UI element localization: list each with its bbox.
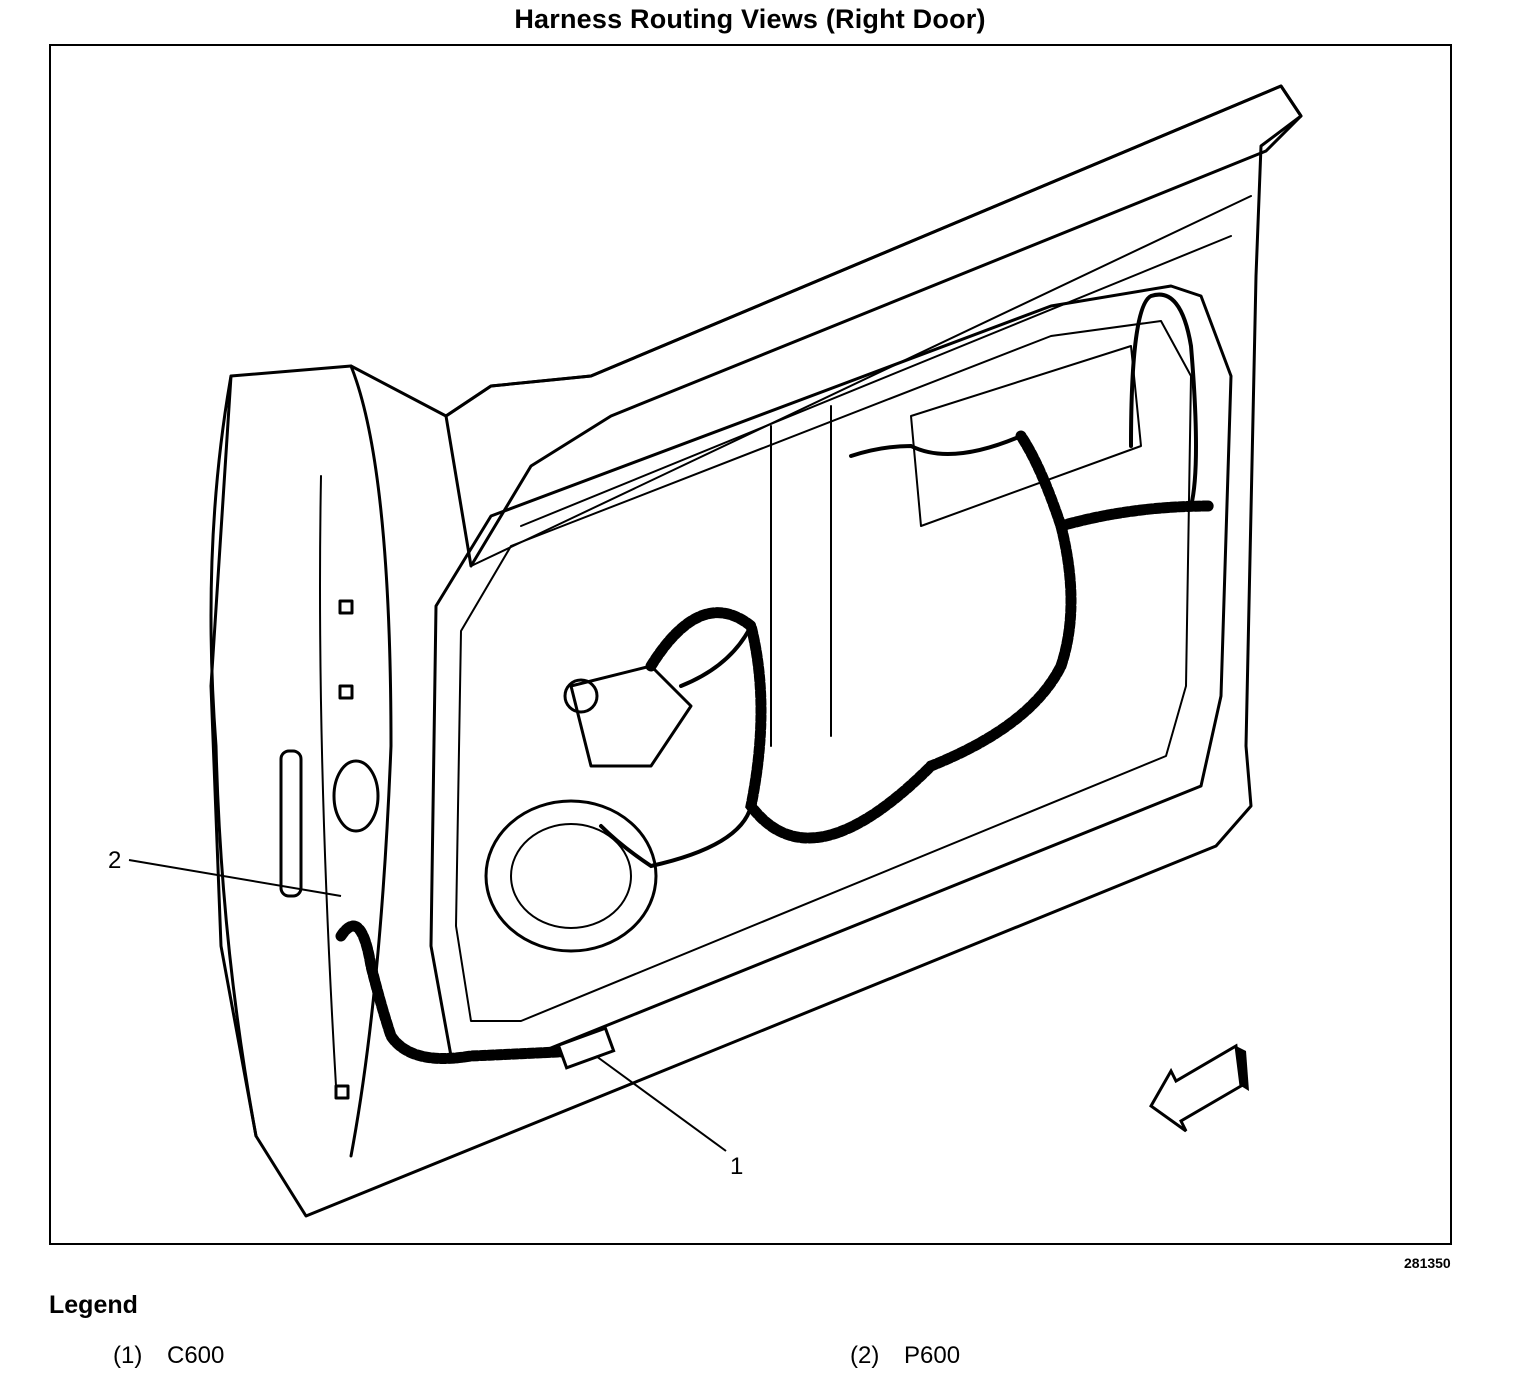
- callout-leader-1: [595, 1055, 727, 1152]
- connector-c600: [556, 1026, 616, 1070]
- wiring-harness: [335, 920, 587, 1064]
- legend-item-1: (1) C600: [113, 1342, 224, 1370]
- callout-label-2: 2: [108, 847, 121, 874]
- regulator-motor: [569, 664, 693, 768]
- diagram-frame: 1 2: [49, 44, 1452, 1245]
- direction-arrow-icon: [1149, 1043, 1249, 1133]
- speaker-cutout: [484, 799, 658, 953]
- legend-item-number: (2): [850, 1342, 880, 1369]
- window-frame: [444, 84, 1303, 568]
- inner-panel: [429, 284, 1233, 1058]
- door-illustration: 1 2: [108, 84, 1303, 1218]
- legend-item-name: P600: [904, 1342, 961, 1369]
- legend-item-number: (1): [113, 1342, 143, 1369]
- door-hinge-face: [209, 364, 393, 1158]
- regulator-rail: [770, 405, 832, 747]
- legend-item-2: (2) P600: [850, 1342, 960, 1370]
- callout-label-1: 1: [730, 1153, 743, 1180]
- legend-item-name: C600: [167, 1342, 225, 1369]
- legend-title: Legend: [49, 1291, 138, 1319]
- callout-leader-2: [128, 859, 342, 897]
- figure-id: 281350: [1404, 1255, 1451, 1271]
- diagram-title: Harness Routing Views (Right Door): [514, 4, 986, 34]
